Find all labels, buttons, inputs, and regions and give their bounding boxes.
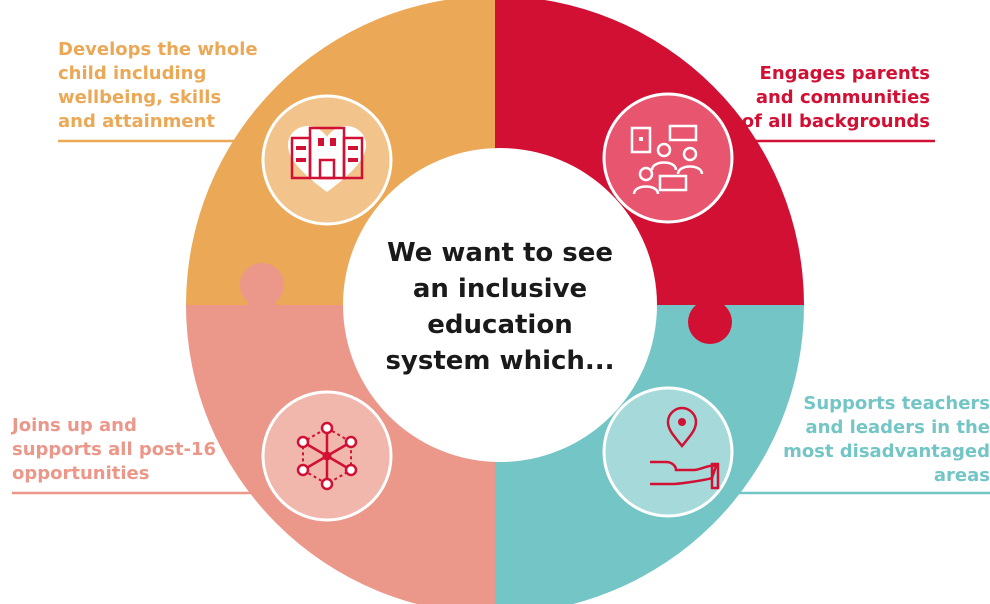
segment-label-bottom-right: Supports teachers and leaders in the mos… <box>783 393 990 486</box>
segment-label-top-right: Engages parents and communities of all b… <box>741 63 930 132</box>
center-circle <box>343 148 657 462</box>
puzzle-knob-left-neck <box>248 290 276 306</box>
hand-location-pin-icon <box>602 386 734 518</box>
people-speech-bubbles-icon <box>602 92 734 224</box>
puzzle-knob-right-neck <box>696 304 724 320</box>
network-hexagon-icon <box>261 390 393 522</box>
center-heading: We want to see an inclusive education sy… <box>385 238 615 376</box>
segment-label-bottom-left: Joins up and supports all post-16 opport… <box>12 415 216 484</box>
school-building-heart-icon <box>261 94 393 226</box>
segment-label-top-left: Develops the whole child including wellb… <box>58 39 258 132</box>
